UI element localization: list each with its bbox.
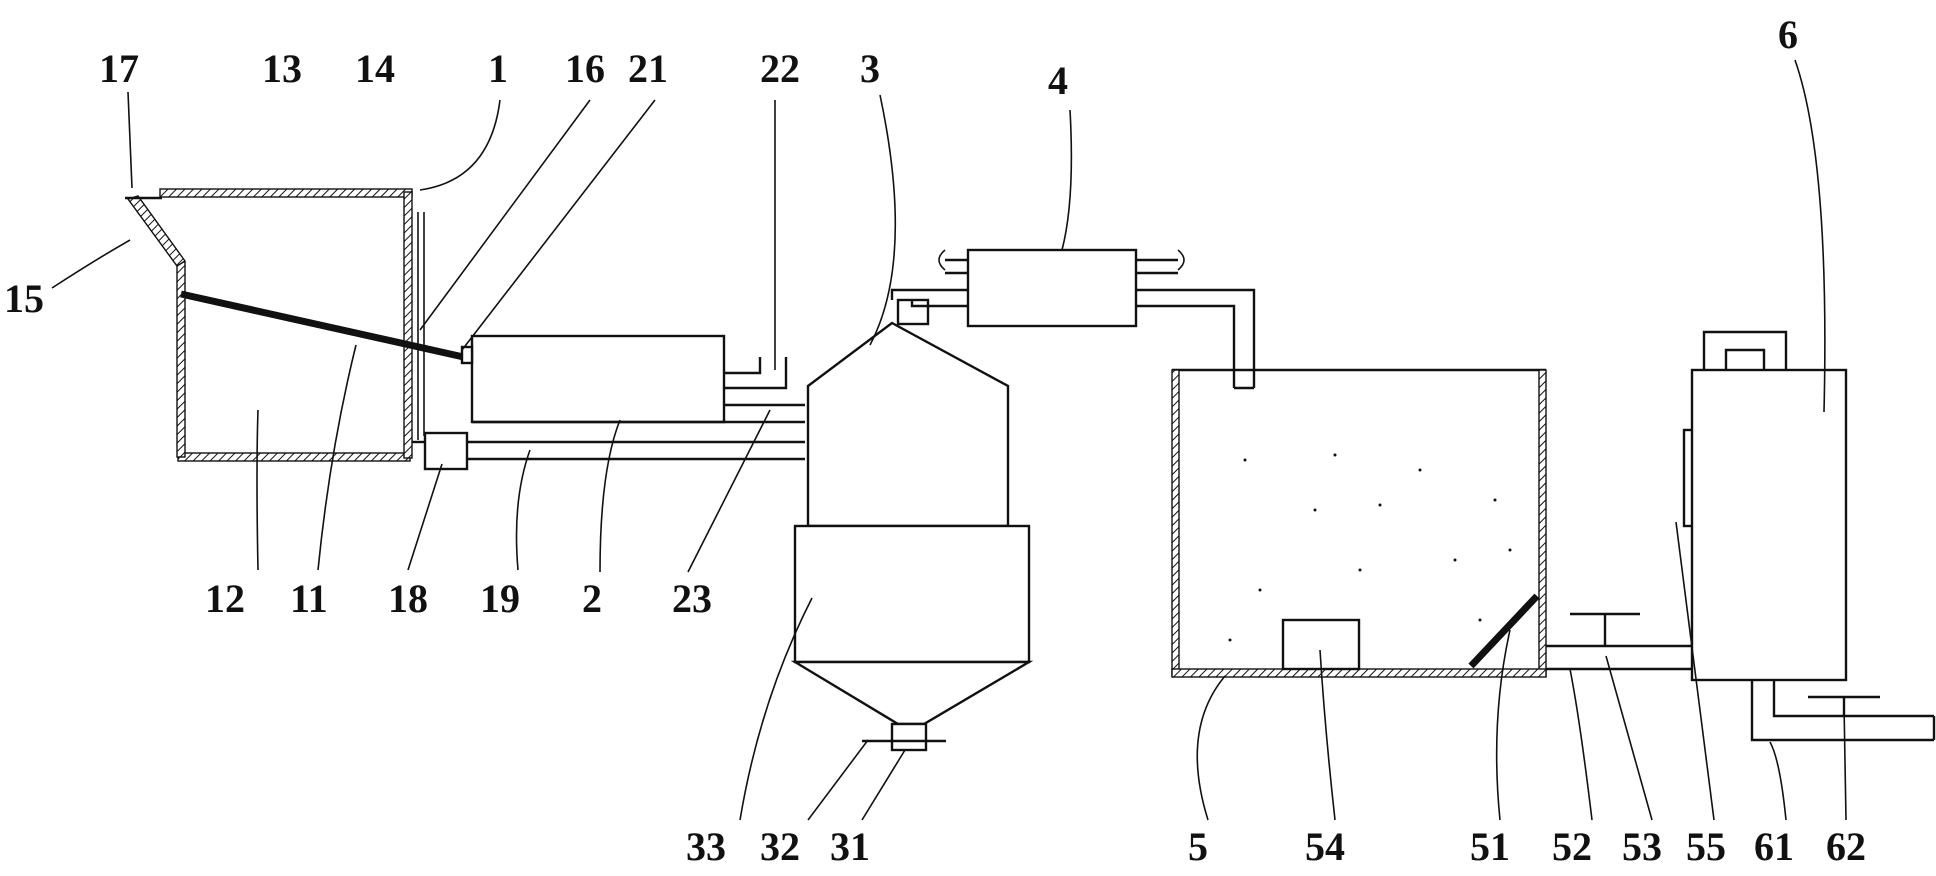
- break-right: [1177, 249, 1185, 271]
- tank-dots: [1228, 453, 1512, 642]
- tank-bottom: [1171, 668, 1547, 678]
- pipe-3-4-a: [890, 288, 970, 300]
- label-62: 62: [1826, 824, 1866, 869]
- labels: 17 13 14 1 16 21 22 3 4 6 15 12 11 18 19…: [4, 12, 1866, 869]
- label-19: 19: [480, 576, 520, 621]
- label-2: 2: [582, 576, 602, 621]
- label-22: 22: [760, 46, 800, 91]
- label-13: 13: [262, 46, 302, 91]
- unit-2: [460, 334, 805, 424]
- valve-box: [423, 431, 469, 471]
- label-17: 17: [99, 46, 139, 91]
- leader-lines: [51, 59, 1847, 821]
- hopper-unit: [125, 188, 805, 471]
- unit-4-box: [966, 248, 1138, 328]
- label-14: 14: [355, 46, 395, 91]
- tank-left-wall: [1171, 369, 1180, 677]
- label-15: 15: [4, 276, 44, 321]
- pipe-61-b: [1772, 680, 1934, 718]
- pipe-61-a: [1750, 680, 1934, 742]
- unit-4: [890, 248, 1256, 390]
- label-5: 5: [1188, 824, 1208, 869]
- pipe-4-5-a: [1136, 288, 1256, 388]
- label-31: 31: [830, 824, 870, 869]
- unit-33-box: [793, 524, 1031, 664]
- right-wall: [403, 191, 413, 459]
- label-55: 55: [1686, 824, 1726, 869]
- tank-5: [1171, 368, 1726, 678]
- connector-21: [460, 345, 474, 365]
- outlet-22-a: [724, 357, 762, 375]
- inclined-screen: [180, 290, 469, 362]
- outlet-31: [890, 722, 928, 752]
- label-3: 3: [860, 46, 880, 91]
- plate-51: [1468, 593, 1540, 669]
- tank-right-wall: [1538, 369, 1547, 677]
- unit-2-box: [470, 334, 726, 424]
- unit-6: [1682, 330, 1936, 742]
- label-32: 32: [760, 824, 800, 869]
- break-left: [938, 249, 946, 271]
- label-11: 11: [290, 576, 328, 621]
- top-plate: [159, 188, 413, 198]
- feed-chute: [126, 195, 187, 267]
- pipe-4-5-b: [1136, 304, 1236, 388]
- label-6: 6: [1778, 12, 1798, 57]
- label-1: 1: [488, 46, 508, 91]
- label-4: 4: [1048, 58, 1068, 103]
- label-51: 51: [1470, 824, 1510, 869]
- label-33: 33: [686, 824, 726, 869]
- unit-3: [790, 298, 1034, 752]
- label-61: 61: [1754, 824, 1794, 869]
- tank-6-box: [1690, 368, 1848, 682]
- label-16: 16: [565, 46, 605, 91]
- label-12: 12: [205, 576, 245, 621]
- unit-3-upper: [806, 321, 1010, 528]
- label-23: 23: [672, 576, 712, 621]
- bottom-plate: [177, 452, 411, 462]
- pipe-3-4-b: [910, 300, 970, 308]
- unit-33-cone: [790, 660, 1034, 726]
- label-54: 54: [1305, 824, 1345, 869]
- outlet-22-b: [724, 357, 788, 390]
- label-21: 21: [628, 46, 668, 91]
- label-52: 52: [1552, 824, 1592, 869]
- label-53: 53: [1622, 824, 1662, 869]
- label-18: 18: [388, 576, 428, 621]
